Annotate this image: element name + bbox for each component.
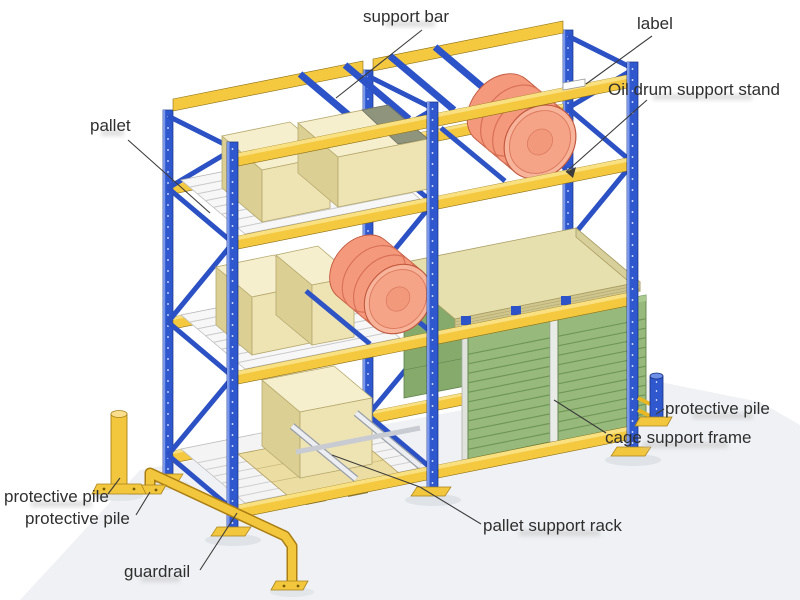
- rack-contents: [180, 59, 647, 507]
- rack-front-row: [210, 61, 652, 537]
- leader-protective-pile-right: [655, 408, 665, 415]
- leader-guardrail: [199, 512, 238, 571]
- callout-protective-pile-left-2: protective pile: [25, 509, 130, 528]
- callout-protective-pile-left-1: protective pile: [4, 487, 109, 506]
- callout-cage-support-frame: cage support frame: [605, 428, 752, 447]
- leader-support-bar: [335, 29, 423, 99]
- callout-guardrail: guardrail: [124, 562, 191, 581]
- leader-oil-drum-support-stand: [565, 99, 648, 173]
- leader-pallet-support-rack: [331, 454, 482, 525]
- protective-pile-left: [91, 410, 147, 495]
- beam-label-sticker: [562, 78, 586, 91]
- callout-label: label: [637, 14, 673, 33]
- leader-arrowhead: [566, 167, 576, 178]
- leader-lines: [107, 29, 665, 571]
- carton-box-floor: [261, 365, 373, 479]
- callout-support-bar: support bar: [363, 7, 449, 26]
- leader-protective-pile-left-1: [107, 477, 121, 495]
- callout-pallet-support-rack: pallet support rack: [483, 516, 622, 535]
- callout-pallet: pallet: [90, 116, 131, 135]
- beam-clips: [461, 296, 571, 325]
- leader-label: [585, 35, 653, 85]
- callout-oil-drum-support-stand: Oil drum support stand: [608, 80, 780, 99]
- leader-pallet: [127, 139, 211, 214]
- pallet-support-rails: [289, 410, 423, 482]
- protective-pile-right: [634, 372, 673, 427]
- leader-cage-support-frame: [553, 399, 607, 434]
- leader-protective-pile-left-2: [135, 491, 151, 516]
- callout-protective-pile-right: protective pile: [665, 399, 770, 418]
